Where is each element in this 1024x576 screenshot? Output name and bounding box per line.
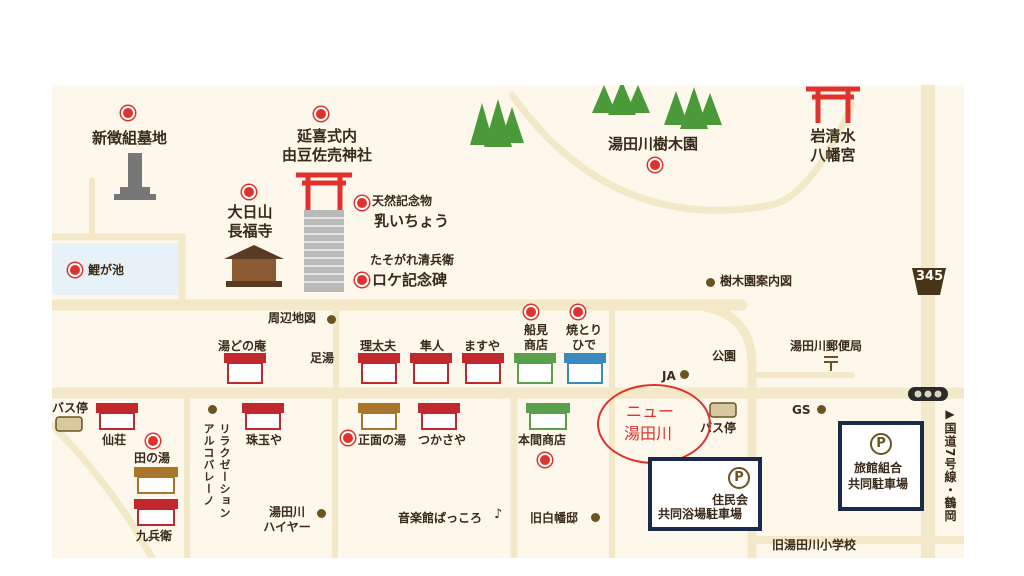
route-345-sign [912,268,946,295]
label-parking1-2: 共同浴場駐車場 [658,507,743,521]
label-arco: アルコバレーノ [202,423,215,507]
label-kyuyudagawa: 旧湯田川小学校 [772,538,857,552]
label-gs: GS [792,403,811,417]
info-marker [327,315,336,324]
label-tasogare-2: ロケ記念碑 [372,271,448,289]
label-kyushira: 旧白幡邸 [530,511,579,525]
grave-icon [114,153,156,200]
info-marker [317,509,326,518]
label-engishiki-line2: 由豆佐売神社 [281,145,372,164]
label-funami-line1: 船見 [523,323,548,337]
torii-icon-2 [806,86,860,123]
poi-marker [650,160,660,170]
shrine-stairs [304,210,344,292]
poi-marker [343,433,353,443]
poi-marker [357,198,367,208]
label-ja: JA [662,369,676,383]
info-marker [680,370,689,379]
label-hire-line2: ハイヤー [263,520,311,534]
label-masuya: ますや [464,339,501,353]
label-funami-line2: 商店 [523,338,548,352]
label-relax: リラクゼーション [218,423,231,519]
label-yubin: 湯田川郵便局 [790,339,863,353]
info-marker [817,405,826,414]
label-tennen-1: 天然記念物 [372,194,433,208]
info-marker [208,405,217,414]
label-tasogare-1: たそがれ清兵衛 [370,253,455,267]
poi-marker [123,108,133,118]
parking-box-2: P 旅館組合 共同駐車場 [838,421,924,511]
label-tsukasaya: つかさや [418,433,467,447]
temple-icon [224,245,284,287]
parking-box-1: P 住民会 共同浴場駐車場 [648,457,762,531]
bus-icon-2 [709,402,737,418]
label-tanoyu: 田の湯 [134,451,171,465]
label-koen: 公園 [712,349,737,363]
label-kyubee: 九兵衛 [136,529,173,543]
info-marker [591,513,600,522]
label-yakitori: 焼とり ひで [560,323,608,353]
poi-marker [244,187,254,197]
label-yakitori-line2: ひで [571,338,596,352]
label-hayato: 隼人 [420,339,445,353]
bus-icon [55,416,83,432]
label-ongakukan: 音楽館ぱっころ [398,511,483,525]
info-marker [706,278,715,287]
music-note-icon: ♪ [494,507,503,522]
label-basutei-left: バス停 [52,401,89,415]
torii-icon [296,172,352,210]
label-hire: 湯田川 ハイヤー [252,505,322,535]
label-ritadayu: 理太夫 [360,339,397,353]
area-map: 新徴組墓地 延喜式内 由豆佐売神社 天然記念物 乳いちょう 大日山 長福寺 たそ… [52,85,964,558]
post-office-icon [824,356,838,371]
label-jumokuen: 湯田川樹木園 [608,135,699,153]
label-tennen-2: 乳いちょう [374,212,450,230]
label-iwashimizu: 岩清水 八幡宮 [798,127,868,165]
label-dainichi-line1: 大日山 [227,203,273,221]
poi-marker [540,455,550,465]
parking-icon: P [728,467,750,489]
poi-marker [316,109,326,119]
label-iwashimizu-line1: 岩清水 [810,127,856,145]
label-yakitori-line1: 焼とり [565,323,602,337]
label-koigaike: 鯉が池 [88,263,125,277]
label-engishiki: 延喜式内 由豆佐売神社 [272,127,382,165]
label-senso: 仙荘 [102,433,127,447]
label-dainichi: 大日山 長福寺 [220,203,280,241]
label-route-345: 345 [916,269,944,284]
label-parking1-1: 住民会 [712,493,749,507]
label-shuhen-map: 周辺地図 [268,311,317,325]
label-honma: 本間商店 [518,433,567,447]
map-graphics [52,85,964,558]
label-parking2-1: 旅館組合 [854,461,903,475]
label-yudonoan: 湯どの庵 [218,339,267,353]
label-kokudo: ▶国道7号線・鶴岡 [943,407,957,523]
label-parking2-2: 共同駐車場 [848,477,909,491]
label-new-1: ニュー [626,402,675,421]
label-shinchogumi: 新徴組墓地 [92,129,168,147]
label-jumokuen-map: 樹木園案内図 [720,274,793,288]
label-iwashimizu-line2: 八幡宮 [810,145,856,164]
label-dainichi-line2: 長福寺 [227,221,273,240]
poi-marker [357,275,367,285]
label-engishiki-line1: 延喜式内 [296,127,357,145]
parking-icon-2: P [870,433,892,455]
label-hire-line1: 湯田川 [268,505,305,519]
label-new-2: 湯田川 [624,424,673,443]
shop-awnings [96,353,606,526]
label-shomen: 正面の湯 [358,433,407,447]
poi-marker [573,307,583,317]
poi-marker [70,265,80,275]
poi-marker [526,307,536,317]
poi-marker [148,436,158,446]
label-shugyokuya: 珠玉や [246,433,283,447]
label-ashiyu: 足湯 [310,351,335,365]
label-funami: 船見 商店 [514,323,558,353]
